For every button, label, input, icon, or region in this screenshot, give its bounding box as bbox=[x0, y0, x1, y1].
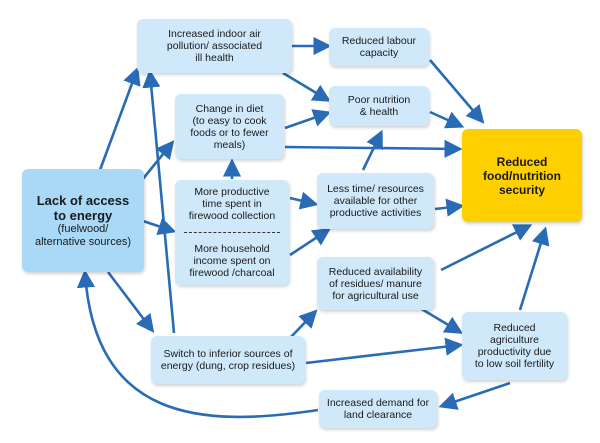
household-income-line-3: firewood /charcoal bbox=[189, 267, 275, 279]
land-clearance-box: Increased demand for land clearance bbox=[319, 390, 437, 428]
residues-line-3: for agricultural use bbox=[332, 289, 419, 302]
productive-time-income-box: More productive time spent in firewood c… bbox=[175, 180, 289, 285]
less-time-line-1: Less time/ resources bbox=[327, 183, 424, 195]
arrow-agri-productivity-to-land-clearance bbox=[438, 381, 511, 410]
arrow-switch-to-indoor-air bbox=[142, 69, 176, 334]
lack-of-access-to-energy-box: Lack of access to energy (fuelwood/ alte… bbox=[22, 169, 144, 272]
arrow-switch-to-agri-productivity bbox=[305, 337, 464, 365]
agri-line-3: productivity due bbox=[477, 346, 552, 358]
poor-nutrition-box: Poor nutrition & health bbox=[329, 86, 429, 126]
reduced-agri-productivity-box: Reduced agriculture productivity due to … bbox=[462, 312, 567, 380]
productive-time-line-3: firewood collection bbox=[188, 210, 276, 222]
diet-line-4: meals) bbox=[213, 138, 246, 151]
arrow-lack-to-productive-time bbox=[142, 217, 177, 236]
residues-line-2: of residues/ manure bbox=[329, 277, 422, 290]
household-income-line-2: income spent on bbox=[193, 255, 271, 267]
agri-line-1: Reduced bbox=[493, 322, 536, 334]
labour-line-2: capacity bbox=[359, 47, 399, 59]
nutrition-line-1: Poor nutrition bbox=[347, 94, 411, 106]
productive-time-line-2: time spent in bbox=[202, 198, 262, 210]
arrow-switch-to-residues bbox=[289, 309, 318, 339]
arrow-indoor-air-to-nutrition bbox=[282, 71, 332, 102]
land-clearance-line-2: land clearance bbox=[343, 409, 413, 421]
arrow-labour-to-food-security bbox=[429, 59, 485, 124]
less-time-resources-box: Less time/ resources available for other… bbox=[317, 173, 434, 229]
switch-line-1: Switch to inferior sources of bbox=[163, 348, 293, 360]
reduced-residues-box: Reduced availability of residues/ manure… bbox=[317, 257, 434, 310]
lack-sub-line-2: alternative sources) bbox=[35, 235, 131, 248]
arrow-diet-to-nutrition bbox=[284, 109, 332, 130]
productive-time-line-1: More productive bbox=[194, 186, 270, 198]
switch-inferior-energy-box: Switch to inferior sources of energy (du… bbox=[151, 336, 305, 384]
arrow-agri-productivity-to-food-security bbox=[518, 226, 550, 311]
indoor-air-line-1: Increased indoor air bbox=[168, 28, 261, 40]
nutrition-line-2: & health bbox=[359, 106, 399, 118]
dashed-divider bbox=[184, 232, 280, 233]
arrow-less-time-to-food-security bbox=[434, 198, 465, 217]
labour-line-1: Reduced labour bbox=[341, 35, 417, 47]
lack-title-line-2: to energy bbox=[53, 207, 113, 223]
agri-line-4: to low soil fertility bbox=[474, 358, 555, 370]
arrow-productive-time-to-less-time bbox=[289, 191, 319, 210]
arrow-lack-to-indoor-air bbox=[98, 66, 141, 171]
household-income-section: More household income spent on firewood … bbox=[189, 243, 274, 279]
household-income-line-1: More household bbox=[194, 243, 270, 255]
reduced-labour-capacity-box: Reduced labour capacity bbox=[329, 28, 429, 66]
less-time-line-3: productive activities bbox=[329, 207, 422, 219]
arrow-nutrition-to-food-security bbox=[429, 110, 465, 129]
food-security-line-3: security bbox=[498, 182, 546, 197]
indoor-air-line-3: ill health bbox=[195, 52, 234, 64]
lack-title-line-1: Lack of access bbox=[36, 192, 130, 208]
diet-line-3: foods or to fewer bbox=[190, 126, 269, 139]
indoor-air-line-2: pollution/ associated bbox=[166, 40, 263, 52]
arrow-less-time-to-nutrition bbox=[361, 129, 383, 171]
residues-line-1: Reduced availability bbox=[328, 265, 423, 278]
arrow-lack-to-switch bbox=[106, 271, 155, 333]
switch-line-2: energy (dung, crop residues) bbox=[160, 360, 296, 372]
lack-sub-line-1: (fuelwood/ bbox=[57, 222, 109, 235]
diet-line-1: Change in diet bbox=[195, 102, 264, 115]
land-clearance-line-1: Increased demand for bbox=[326, 397, 430, 409]
agri-line-2: agriculture bbox=[489, 334, 540, 346]
arrow-household-income-to-less-time bbox=[289, 227, 332, 257]
productive-time-section: More productive time spent in firewood c… bbox=[189, 186, 275, 222]
arrow-land-clearance-to-lack bbox=[76, 269, 319, 419]
change-in-diet-box: Change in diet (to easy to cook foods or… bbox=[175, 94, 284, 159]
reduced-food-security-box: Reduced food/nutrition security bbox=[462, 129, 582, 222]
arrow-residues-to-food-security bbox=[440, 224, 533, 272]
diet-line-2: (to easy to cook bbox=[192, 114, 267, 127]
less-time-line-2: available for other bbox=[333, 195, 418, 207]
indoor-air-pollution-box: Increased indoor air pollution/ associat… bbox=[137, 19, 292, 73]
food-security-line-1: Reduced bbox=[496, 154, 548, 169]
food-security-line-2: food/nutrition bbox=[483, 168, 561, 183]
